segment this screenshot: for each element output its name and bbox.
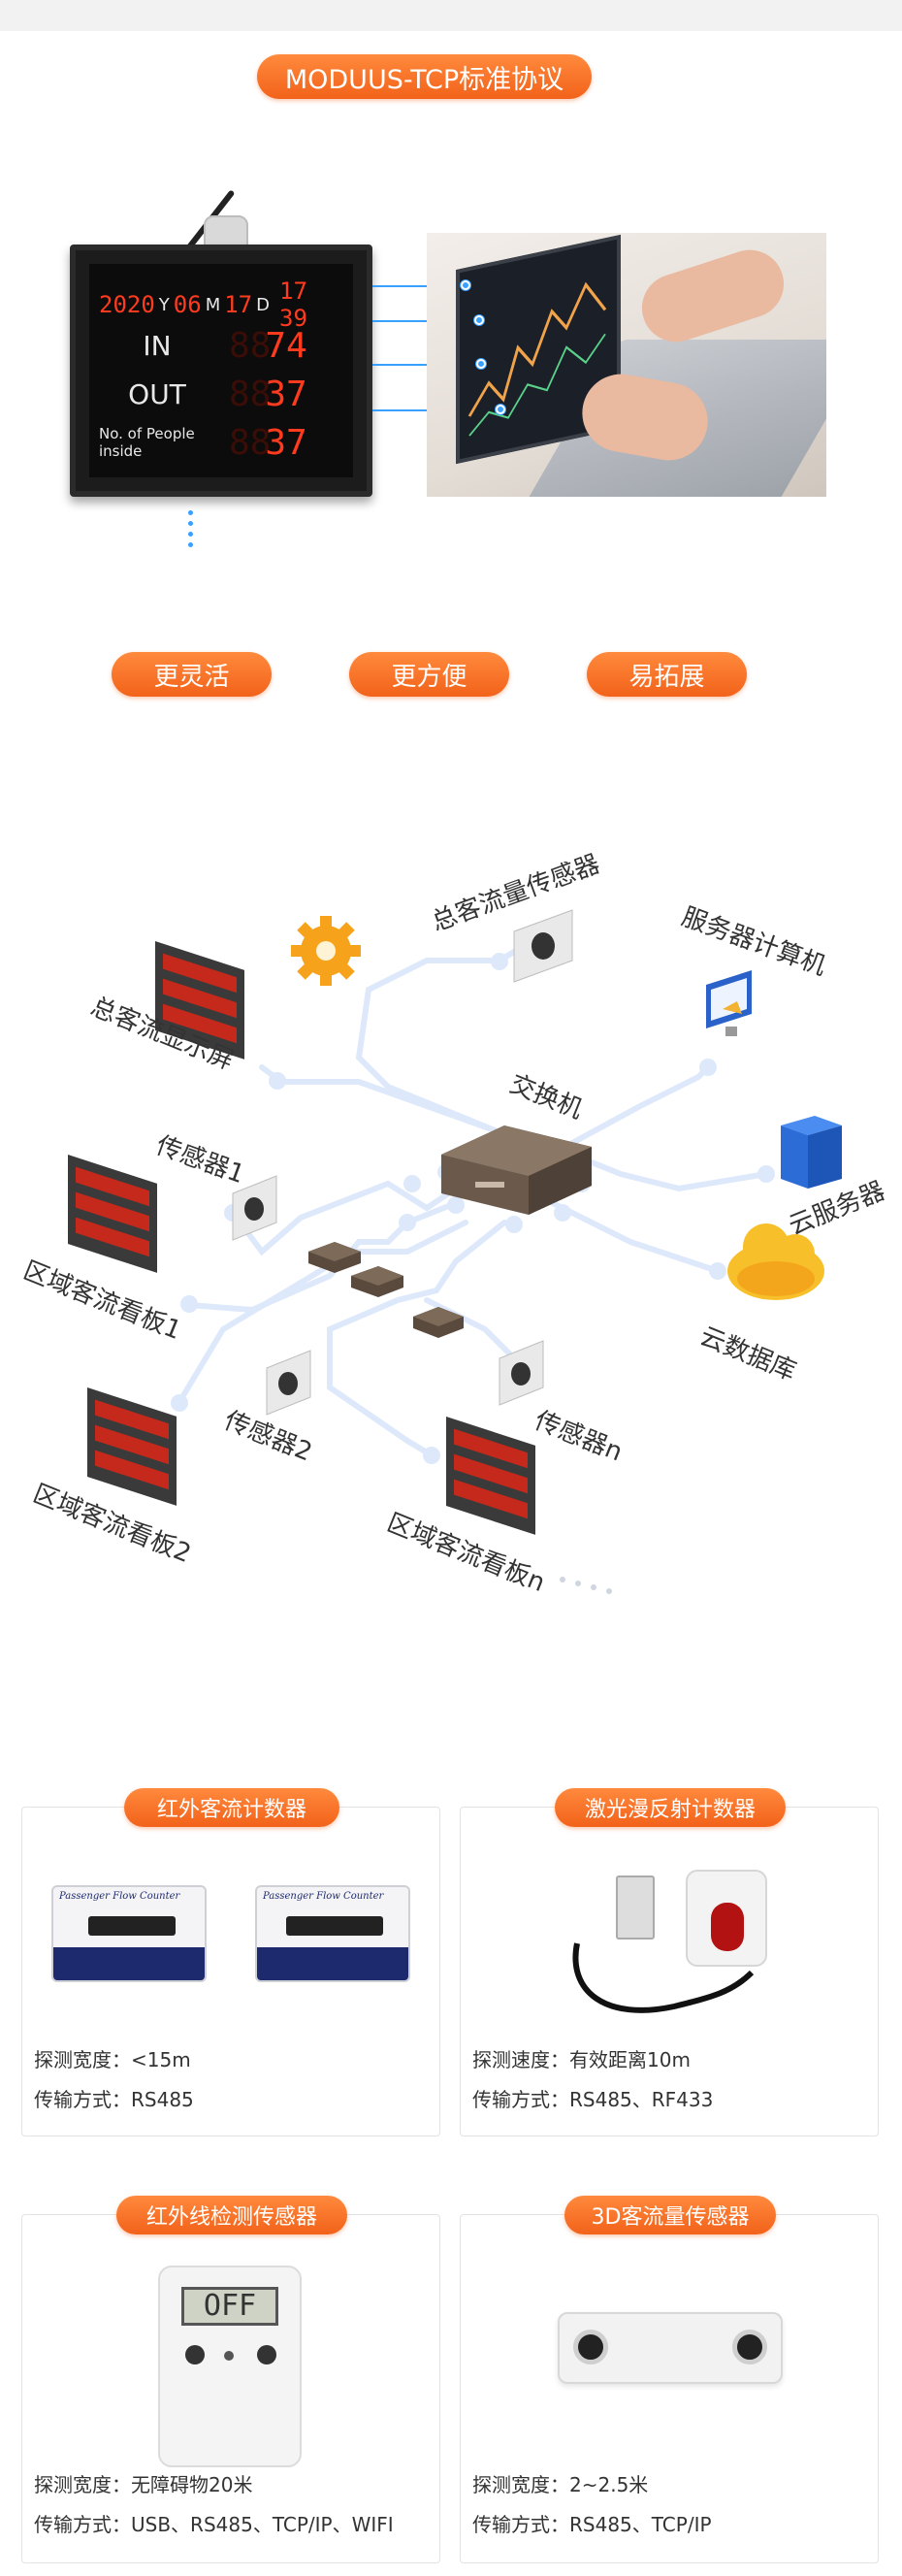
card-spec-1: 探测宽度：2~2.5米 <box>472 2473 649 2496</box>
reflector-plate <box>616 1875 655 1940</box>
hand-right <box>632 241 793 351</box>
card-title: 3D客流量传感器 <box>564 2196 776 2234</box>
led-year: 2020 <box>99 291 155 318</box>
hub-device <box>413 1307 464 1338</box>
sensor2-icon <box>266 1350 311 1416</box>
led-month-unit: M <box>205 294 221 315</box>
led-out-row: OUT 88 37 <box>99 373 343 415</box>
led-out-label: OUT <box>128 377 186 410</box>
led-month: 06 <box>173 291 202 318</box>
device-label: Passenger Flow Counter <box>263 1891 384 1902</box>
continuation-dots <box>188 510 194 553</box>
led-out-dim: 88 <box>229 374 272 414</box>
total-display-icon <box>155 941 244 1060</box>
product-card-infrared-counter: 红外客流计数器 Passenger Flow Counter Passenger… <box>21 1788 440 2136</box>
gear-icon <box>291 916 361 986</box>
counter-device: Passenger Flow Counter <box>255 1885 410 1982</box>
boardn-icon <box>446 1417 535 1535</box>
card-title: 红外客流计数器 <box>124 1788 339 1827</box>
top-strip <box>0 0 902 31</box>
connector-line <box>372 285 466 287</box>
diagram-lines <box>68 909 842 1594</box>
product-card-laser-counter: 激光漫反射计数器 探测速度：有效距离10m 传输方式：RS485、RF433 <box>460 1788 879 2136</box>
card-title: 激光漫反射计数器 <box>555 1788 786 1827</box>
led-date-row: 2020 Y 06 M 17 D 17 39 <box>99 277 343 332</box>
led-day-unit: D <box>256 294 271 315</box>
lcd-display: OFF <box>181 2287 278 2326</box>
led-in-dim: 88 <box>229 325 272 366</box>
product-card-infrared-sensor: 红外线检测传感器 OFF 探测宽度：无障碍物20米 传输方式：USB、RS485… <box>21 2196 440 2563</box>
led-out-value: 37 <box>265 374 307 414</box>
led-year-unit: Y <box>158 294 170 315</box>
led-in-row: IN 88 74 <box>99 324 343 367</box>
laser-cable <box>572 1942 755 2013</box>
sensor1-icon <box>232 1175 277 1241</box>
cloud-icon <box>727 1223 824 1300</box>
total-sensor-icon <box>513 909 573 983</box>
laptop-screen <box>456 234 621 465</box>
network-diagram: 总客流量传感器 服务器计算机 总客流显示屏 交换机 传感器1 云服务器 区域客流… <box>0 834 902 1630</box>
led-time: 17 39 <box>279 277 307 332</box>
device-label: Passenger Flow Counter <box>59 1891 180 1902</box>
board1-icon <box>68 1155 157 1273</box>
card-spec-2: 传输方式：USB、RS485、TCP/IP、WIFI <box>34 2513 394 2536</box>
server-icon <box>781 1116 842 1189</box>
led-in-value: 74 <box>265 325 307 366</box>
led-people-label: No. of People inside <box>99 425 195 460</box>
led-day: 17 <box>224 291 253 318</box>
switch-device <box>441 1125 592 1215</box>
board2-icon <box>87 1387 177 1506</box>
feature-convenient: 更方便 <box>349 652 509 697</box>
protocol-title-badge: MODUUS-TCP标准协议 <box>257 54 592 99</box>
connector-dot <box>476 359 486 369</box>
feature-extensible: 易拓展 <box>587 652 747 697</box>
connector-line <box>372 320 479 322</box>
product-card-3d-sensor: 3D客流量传感器 探测宽度：2~2.5米 传输方式：RS485、TCP/IP <box>460 2196 879 2563</box>
card-spec-1: 探测宽度：<15m <box>34 2048 191 2071</box>
3d-sensor-device <box>558 2312 783 2384</box>
laptop-photo <box>427 233 826 497</box>
hub-device <box>308 1242 361 1273</box>
ir-sensor-device: OFF <box>158 2266 302 2467</box>
monitor-icon <box>706 970 752 1036</box>
card-spec-2: 传输方式：RS485、RF433 <box>472 2088 714 2111</box>
led-in-label: IN <box>143 329 172 362</box>
card-spec-1: 探测宽度：无障碍物20米 <box>34 2473 253 2496</box>
hub-device <box>351 1266 403 1297</box>
card-spec-1: 探测速度：有效距离10m <box>472 2048 691 2071</box>
sensorn-icon <box>499 1340 544 1406</box>
card-title: 红外线检测传感器 <box>116 2196 347 2234</box>
led-people-counter-board: 2020 Y 06 M 17 D 17 39 IN 88 74 OUT 88 3… <box>70 245 372 497</box>
counter-device: Passenger Flow Counter <box>51 1885 207 1982</box>
laser-sensor-device <box>686 1870 767 1967</box>
led-people-value: 37 <box>265 422 307 463</box>
card-spec-2: 传输方式：RS485、TCP/IP <box>472 2513 712 2536</box>
led-people-row: No. of People inside 88 37 <box>99 421 343 464</box>
connector-dot <box>461 280 470 290</box>
led-people-dim: 88 <box>229 422 272 463</box>
connector-dot <box>474 315 484 325</box>
connector-dot <box>496 405 505 414</box>
card-spec-2: 传输方式：RS485 <box>34 2088 194 2111</box>
feature-flexible: 更灵活 <box>112 652 272 697</box>
